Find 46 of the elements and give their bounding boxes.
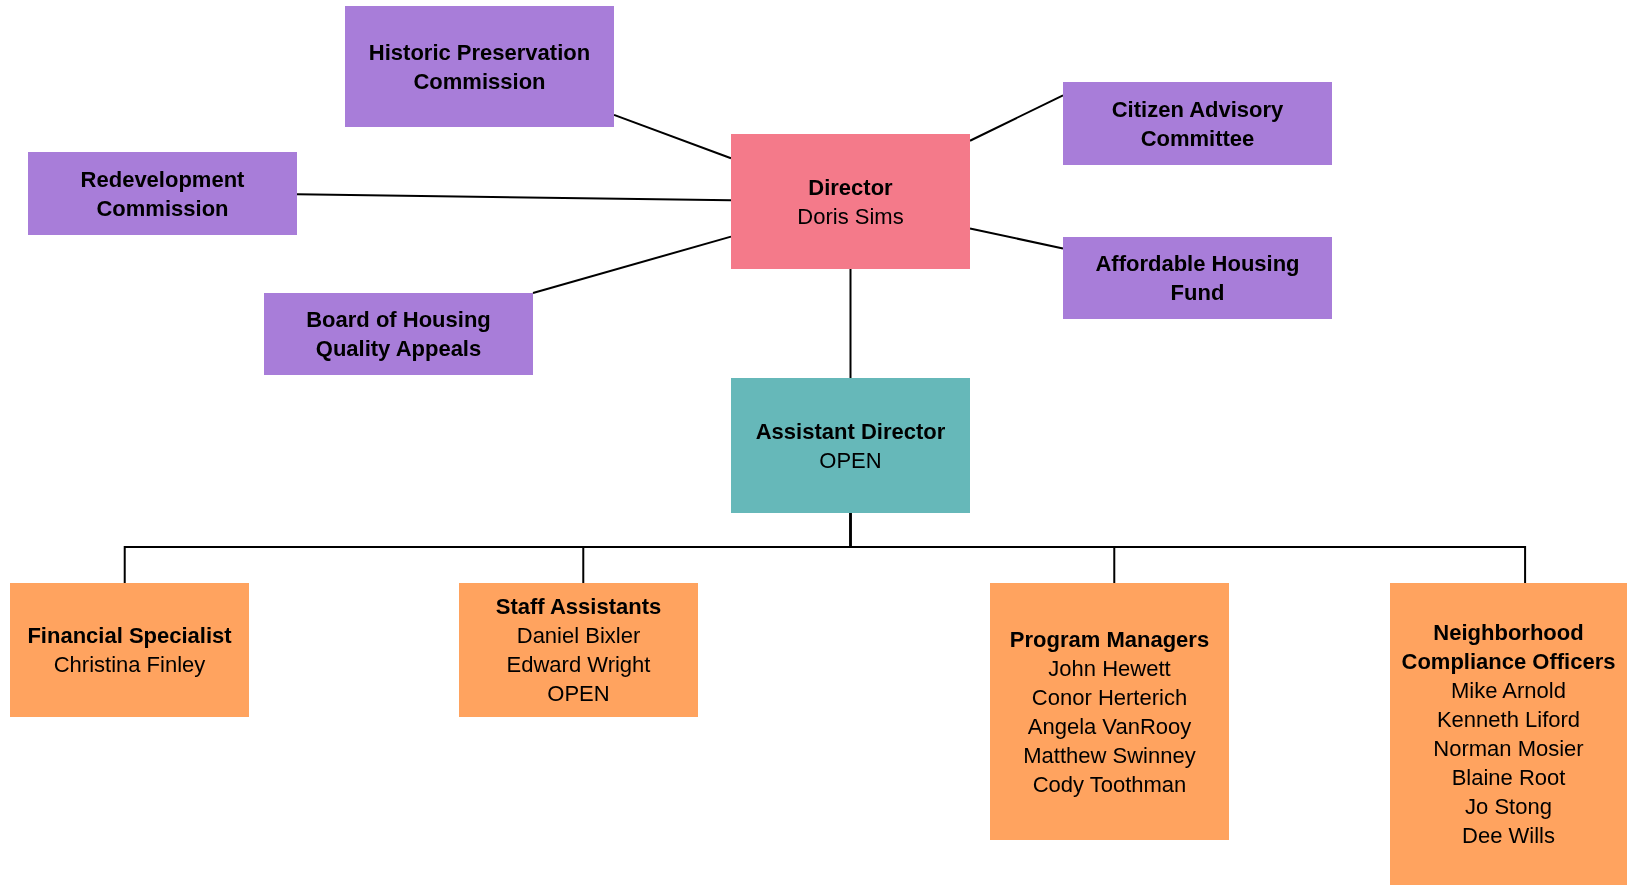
role-title: Affordable Housing Fund — [1094, 250, 1301, 307]
role-title: Staff Assistants — [495, 593, 662, 621]
org-box — [459, 583, 698, 717]
person-name: Christina Finley — [53, 651, 206, 679]
org-box — [345, 6, 614, 127]
org-box — [1390, 583, 1627, 885]
role-title: Historic Preservation Commission — [367, 38, 592, 96]
person-name: Jo Stong — [1465, 793, 1552, 821]
org-box — [731, 378, 970, 513]
role-title: Director — [808, 173, 893, 202]
org-box — [1063, 237, 1332, 319]
person-name: OPEN — [819, 446, 882, 475]
connector-line — [532, 235, 732, 294]
person-name: Norman Mosier — [1433, 735, 1584, 763]
person-name: Blaine Root — [1451, 764, 1566, 792]
connector-line — [849, 512, 1527, 584]
org-box — [10, 583, 249, 717]
role-title: Financial Specialist — [27, 622, 232, 650]
person-name: Conor Herterich — [1031, 683, 1188, 712]
person-name: Angela VanRooy — [1027, 712, 1192, 741]
person-name: Kenneth Liford — [1436, 706, 1581, 734]
connector-line — [969, 227, 1064, 250]
person-name: Dee Wills — [1462, 822, 1555, 850]
role-title: Program Managers — [1009, 625, 1210, 654]
role-title: Neighborhood Compliance Officers — [1400, 619, 1617, 676]
org-box — [28, 152, 297, 235]
person-name: Daniel Bixler — [516, 622, 641, 650]
connector-line — [613, 113, 732, 160]
person-name: OPEN — [547, 680, 610, 708]
org-box — [264, 293, 533, 375]
role-title: Assistant Director — [755, 417, 946, 446]
person-name: Edward Wright — [506, 651, 651, 679]
org-box — [731, 134, 970, 269]
role-title: Redevelopment Commission — [79, 165, 246, 223]
person-name: Mike Arnold — [1451, 677, 1566, 705]
person-name: Cody Toothman — [1032, 770, 1187, 799]
org-box — [990, 583, 1229, 840]
connector-line — [849, 268, 852, 379]
role-title: Citizen Advisory Committee — [1110, 95, 1285, 153]
org-box — [1063, 82, 1332, 165]
person-name: Doris Sims — [797, 202, 904, 231]
connector-line — [296, 193, 732, 202]
role-title: Board of Housing Quality Appeals — [305, 306, 492, 363]
person-name: John Hewett — [1048, 654, 1171, 683]
connector-line — [969, 94, 1064, 142]
person-name: Matthew Swinney — [1023, 741, 1196, 770]
